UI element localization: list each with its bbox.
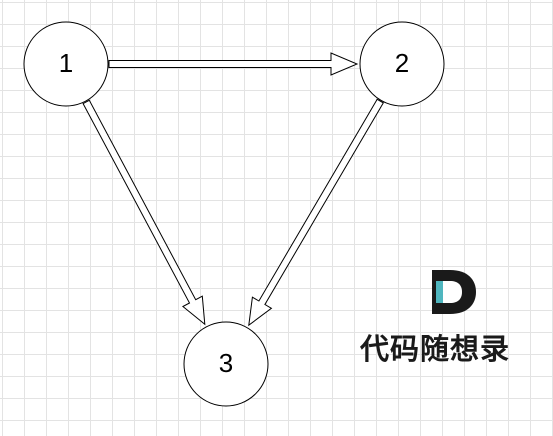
node-label-1: 1 <box>59 48 73 78</box>
edge-arrow-1-to-3 <box>82 99 206 326</box>
node-circle-3 <box>183 321 269 407</box>
edge-arrow-2-to-3 <box>248 98 384 327</box>
edges-layer <box>82 52 384 327</box>
node-1: 1 <box>23 21 109 107</box>
node-circle-2 <box>359 21 445 107</box>
node-2: 2 <box>359 21 445 107</box>
node-3: 3 <box>183 321 269 407</box>
edge-arrow-1-to-2 <box>108 52 359 76</box>
watermark-logo: 代码随想录 <box>360 268 550 378</box>
nodes-layer: 1 2 3 <box>23 21 445 407</box>
node-circle-1 <box>23 21 109 107</box>
node-label-2: 2 <box>395 48 409 78</box>
logo-d-icon <box>432 270 476 314</box>
node-label-3: 3 <box>219 348 233 378</box>
watermark-text: 代码随想录 <box>360 332 511 366</box>
